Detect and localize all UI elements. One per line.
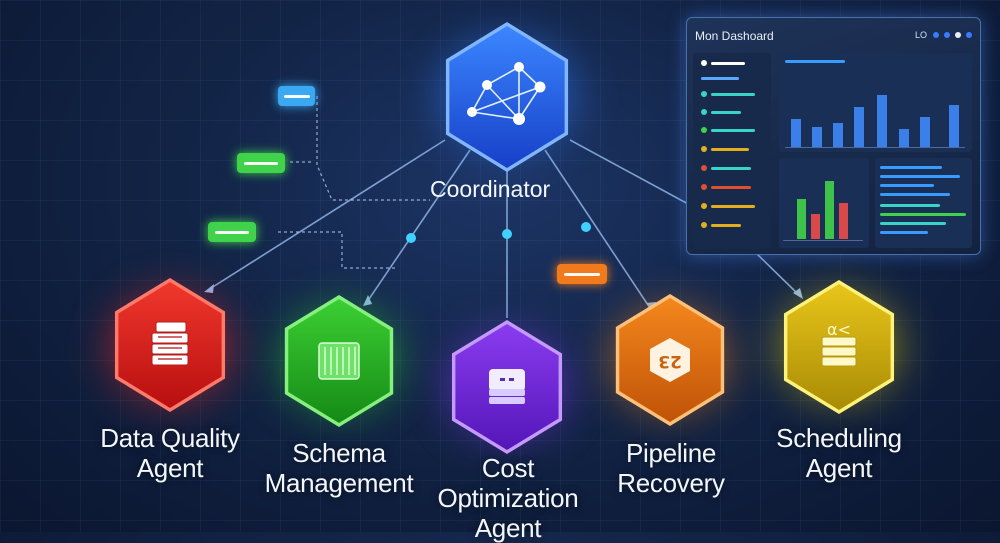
- chip-green-upper: [237, 153, 285, 173]
- node-dot-1: [406, 233, 416, 243]
- window-dot-2[interactable]: [944, 32, 950, 38]
- scheduling-agent-label: Scheduling Agent: [776, 423, 902, 483]
- recovery-cube-icon: 23: [650, 338, 690, 382]
- scheduling-stack-icon: α<: [821, 320, 857, 367]
- server-box-icon: [489, 369, 525, 404]
- link-pipeline: [544, 149, 651, 309]
- log-lines-panel: [875, 158, 972, 248]
- svg-text:α<: α<: [827, 320, 851, 339]
- network-icon: [467, 62, 546, 125]
- database-stack-icon: [151, 321, 189, 366]
- schema-management-node[interactable]: [284, 295, 394, 427]
- dashboard-control-text: LO: [915, 30, 928, 40]
- window-dot-1[interactable]: [933, 32, 939, 38]
- arrowhead-schema: [363, 295, 372, 306]
- dashed-link-b: [278, 231, 395, 269]
- cost-optimization-node[interactable]: [451, 320, 563, 454]
- schema-grid-icon: [318, 342, 360, 380]
- arrowhead-scheduling: [793, 288, 803, 299]
- link-scheduling: [754, 251, 801, 297]
- window-dot-4[interactable]: [966, 32, 972, 38]
- coordinator-label: Coordinator: [430, 176, 551, 202]
- cost-optimization-label: Cost Optimization Agent: [437, 453, 579, 543]
- chip-green-lower: [208, 222, 256, 242]
- mini-bar-chart-panel: [779, 158, 869, 248]
- dashboard-sidebar: [693, 53, 771, 249]
- chip-blue: [278, 86, 315, 106]
- dashed-link-a: [316, 96, 430, 201]
- link-schema: [366, 149, 471, 303]
- data-quality-node[interactable]: [114, 278, 226, 412]
- svg-text:23: 23: [658, 351, 682, 371]
- chip-orange: [557, 264, 607, 284]
- monitoring-dashboard[interactable]: Mon Dashoard LO: [686, 17, 981, 255]
- coordinator-node[interactable]: [445, 22, 569, 172]
- schema-management-label: Schema Management: [264, 438, 414, 498]
- link-data-quality: [207, 139, 446, 291]
- node-dot-2: [502, 229, 512, 239]
- link-dashboard: [569, 139, 691, 206]
- dashboard-title: Mon Dashoard: [695, 29, 774, 43]
- arrowhead-data-quality: [204, 284, 214, 293]
- pipeline-recovery-label: Pipeline Recovery: [617, 438, 725, 498]
- node-dot-3: [581, 222, 591, 232]
- bar-chart-panel: [779, 53, 972, 152]
- window-dot-3[interactable]: [955, 32, 961, 38]
- pipeline-recovery-node[interactable]: 23: [615, 294, 725, 426]
- data-quality-label: Data Quality Agent: [100, 423, 240, 483]
